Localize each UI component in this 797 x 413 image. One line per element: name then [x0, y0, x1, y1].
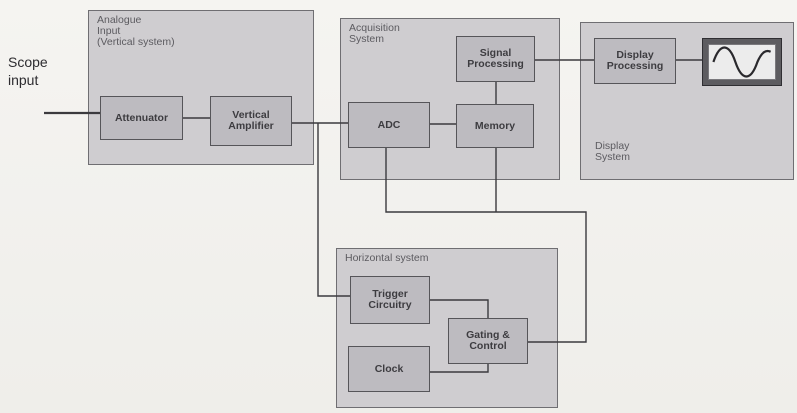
trigger-circuitry-block: Trigger Circuitry [350, 276, 430, 324]
analogue-input-panel-title: Analogue Input (Vertical system) [97, 14, 175, 48]
display-system-panel-title: Display System [595, 140, 631, 163]
adc-block: ADC [348, 102, 430, 148]
clock-to-gating-line [430, 364, 489, 373]
acquisition-system-panel-title: Acquisition System [349, 22, 400, 45]
sine-wave-screen-icon [702, 38, 782, 86]
attenuator-block: Attenuator [100, 96, 183, 140]
memory-to-gating-loop-line [385, 148, 587, 343]
clock-block: Clock [348, 346, 430, 392]
signal-processing-block: Signal Processing [456, 36, 535, 82]
screen-display-area [708, 44, 776, 80]
memory-block: Memory [456, 104, 534, 148]
gating-control-block: Gating & Control [448, 318, 528, 364]
sine-wave-icon [712, 46, 772, 78]
horizontal-system-panel-title: Horizontal system [345, 252, 429, 264]
display-processing-block: Display Processing [594, 38, 676, 84]
scope-input-label: Scope input [8, 54, 48, 88]
trigger-to-gating-line [430, 299, 489, 318]
vertical-amplifier-block: Vertical Amplifier [210, 96, 292, 146]
amplifier-to-trigger-line [317, 123, 350, 297]
